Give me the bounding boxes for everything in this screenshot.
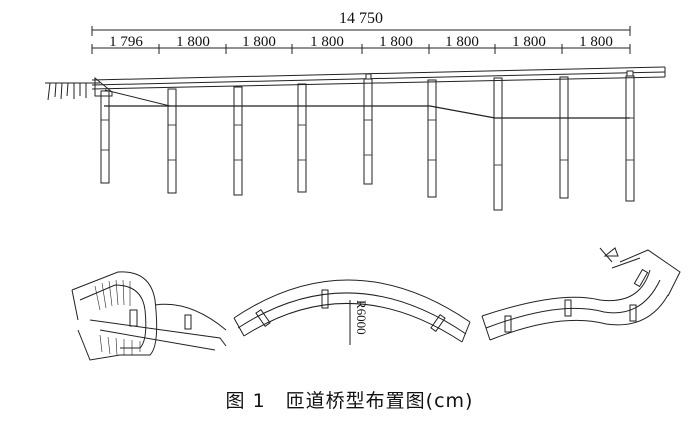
figure-caption: 图 1 匝道桥型布置图(cm) bbox=[225, 390, 474, 412]
span-labels: 1 796 1 800 1 800 1 800 1 800 1 800 1 80… bbox=[109, 34, 613, 50]
layout-drawing: 14 750 1 796 1 800 1 800 1 800 1 800 1 8… bbox=[45, 10, 681, 361]
total-span-label: 14 750 bbox=[339, 10, 383, 27]
span-dimension-line bbox=[91, 44, 631, 54]
tie-beam-line bbox=[104, 105, 630, 119]
span-label: 1 800 bbox=[176, 34, 210, 50]
span-label: 1 796 bbox=[109, 34, 143, 50]
plan-view bbox=[71, 247, 681, 361]
abutment bbox=[45, 76, 171, 107]
span-label: 1 800 bbox=[242, 34, 276, 50]
plan-segment-2 bbox=[233, 279, 471, 345]
span-label: 1 800 bbox=[310, 34, 344, 50]
plan-segment-3 bbox=[481, 247, 681, 341]
elevation-view bbox=[45, 26, 666, 211]
span-label: 1 800 bbox=[512, 34, 546, 50]
piers bbox=[100, 70, 635, 211]
radius-label: R6000 bbox=[354, 300, 369, 335]
span-label: 1 800 bbox=[379, 34, 413, 50]
plan-segment-1 bbox=[71, 271, 227, 361]
span-label: 1 800 bbox=[579, 34, 613, 50]
total-dimension-line bbox=[91, 26, 631, 36]
bridge-girder bbox=[91, 66, 666, 90]
span-label: 1 800 bbox=[445, 34, 479, 50]
